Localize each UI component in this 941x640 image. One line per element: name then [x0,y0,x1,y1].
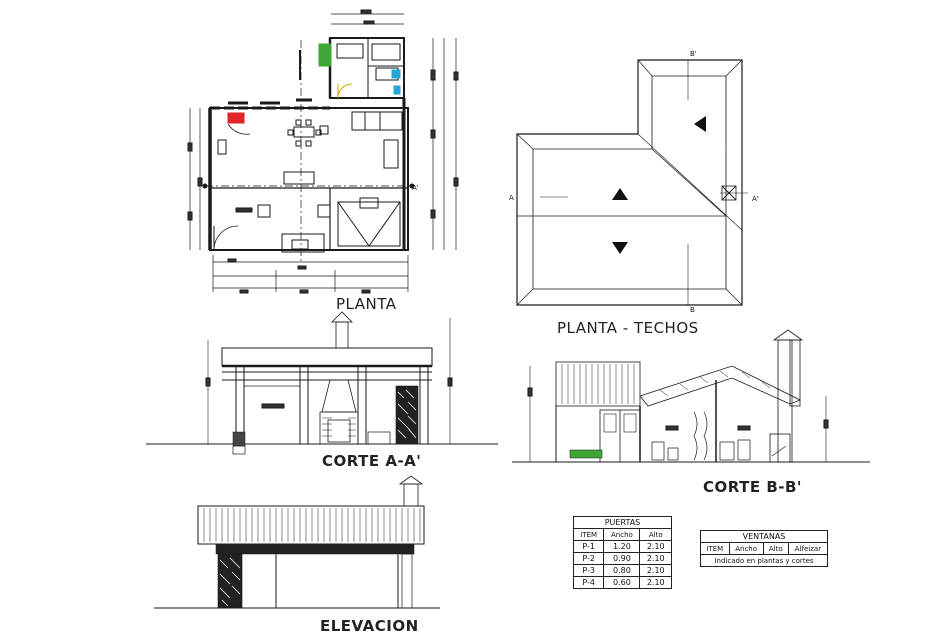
door-height: 2.10 [639,540,672,553]
roof-section-mark-b-prime: B' [690,50,697,58]
door-item: P-4 [572,576,605,589]
door-width: 1.20 [603,540,641,553]
plan-section-mark-a-prime: A' [412,184,419,192]
table-row: P-3 0.80 2.10 [572,564,672,577]
windows-schedule-table: VENTANAS ITEM Ancho Alto Alfeizar Indica… [700,530,829,567]
door-width: 0.60 [603,576,641,589]
table-row: P-1 1.20 2.10 [572,540,672,553]
windows-header-width: Ancho [728,542,764,555]
doors-schedule-table: PUERTAS ITEM Ancho Alto P-1 1.20 2.10 P-… [572,516,672,589]
doors-header-width: Ancho [603,528,641,541]
doors-header-item: ITEM [572,528,605,541]
title-planta-techos: PLANTA - TECHOS [557,319,699,337]
table-row: P-4 0.60 2.10 [572,576,672,589]
door-height: 2.10 [639,552,672,565]
doors-table-title: PUERTAS [573,516,672,529]
title-elevacion: ELEVACION [320,617,419,635]
windows-header-item: ITEM [700,542,730,555]
roof-section-mark-a-prime: A' [752,195,759,203]
section-b-b [512,329,870,463]
windows-header-sill: Alfeizar [787,542,829,555]
section-a-a [146,311,498,455]
title-corte-b-b: CORTE B-B' [703,478,803,496]
floor-plan [187,9,459,294]
door-width: 0.80 [603,564,641,577]
doors-header-height: Alto [639,528,672,541]
windows-header-height: Alto [762,542,789,555]
windows-table-title: VENTANAS [700,530,828,543]
table-row: P-2 0.90 2.10 [572,552,672,565]
roof-section-mark-a: A [509,194,514,202]
door-item: P-3 [572,564,605,577]
door-item: P-2 [572,552,605,565]
door-item: P-1 [572,540,605,553]
door-width: 0.90 [603,552,641,565]
roof-plan [516,59,748,306]
windows-note: Indicado en plantas y cortes [700,554,828,567]
title-corte-a-a: CORTE A-A' [322,452,422,470]
title-planta: PLANTA [336,295,397,313]
door-height: 2.10 [639,576,672,589]
elevation [154,475,440,609]
door-height: 2.10 [639,564,672,577]
roof-section-mark-b: B [690,306,695,314]
